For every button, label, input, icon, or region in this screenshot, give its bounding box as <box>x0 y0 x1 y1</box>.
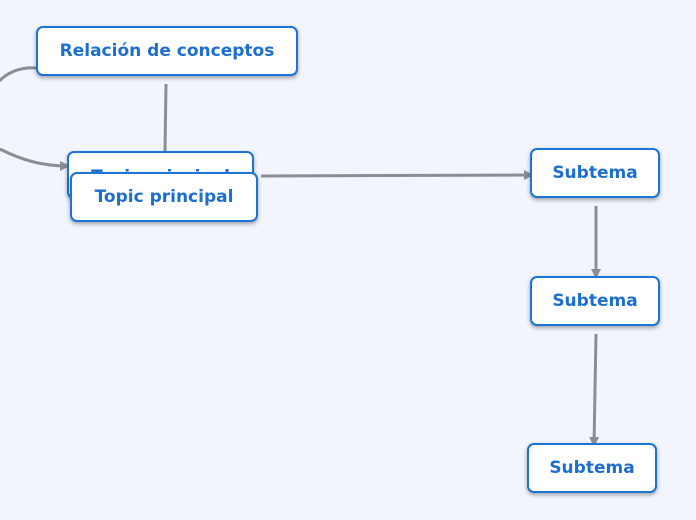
node-label: Subtema <box>552 291 638 311</box>
node-label: Subtema <box>552 163 638 183</box>
node-label: Topic principal <box>94 187 234 207</box>
node-subtema-2[interactable]: Subtema <box>530 276 660 326</box>
connector-loop-relacion-topic <box>0 66 70 171</box>
connector-subtema-2-subtema-3 <box>589 333 600 447</box>
node-topic-principal[interactable]: Topic principal <box>70 172 258 222</box>
node-relacion-de-conceptos[interactable]: Relación de conceptos <box>36 26 298 76</box>
node-subtema-3[interactable]: Subtema <box>527 443 657 493</box>
connector-topic-subtema-1 <box>260 170 534 181</box>
node-label: Relación de conceptos <box>59 41 275 61</box>
connector-relacion-topic <box>163 83 168 153</box>
node-subtema-1[interactable]: Subtema <box>530 148 660 198</box>
node-label: Subtema <box>549 458 635 478</box>
